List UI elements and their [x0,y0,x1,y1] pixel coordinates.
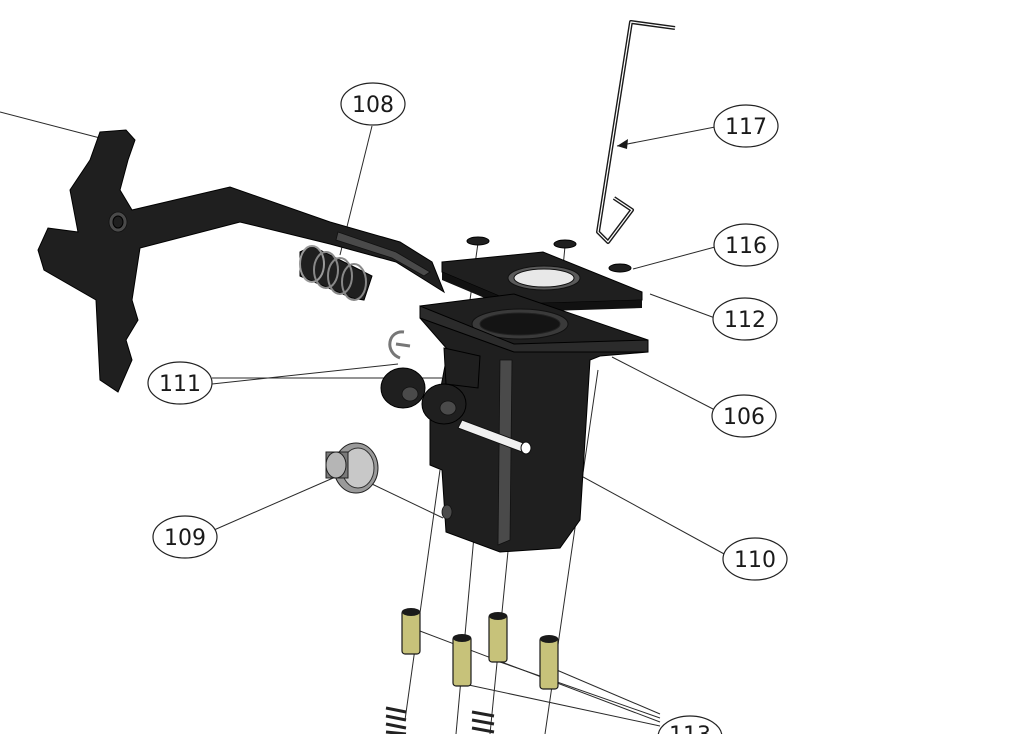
callout-113-label: 113 [669,723,711,734]
leader-109-b [371,483,444,519]
spring-108 [299,245,373,301]
callout-110: 110 [722,537,788,581]
callout-106: 106 [711,394,777,438]
callout-116-label: 116 [725,234,767,259]
leader-112 [649,293,716,319]
pivot-bosses [380,347,481,425]
leader-lines [0,111,727,734]
bushing-113-b [452,634,472,687]
arrowhead-117 [617,139,628,149]
callout-116: 116 [713,223,779,267]
callout-108-label: 108 [352,93,394,118]
callout-117: 117 [713,104,779,148]
bushing-109 [325,442,379,494]
bushings-113 [401,608,559,690]
bushing-113-a [401,608,421,655]
leader-116 [632,246,716,270]
housing-106 [419,293,649,553]
leader-offscreen [0,111,101,139]
callout-112-label: 112 [724,308,766,333]
callout-111-label: 111 [159,372,201,397]
bushing-113-c [488,612,508,663]
bushing-113-d [539,635,559,690]
callout-110-label: 110 [734,548,776,573]
callout-112: 112 [712,297,778,341]
spring-wire-117 [596,20,676,244]
callout-111: 111 [147,361,213,405]
callout-113: 113 [657,715,723,734]
callout-109: 109 [152,515,218,559]
gasket-plate-112 [441,251,643,312]
leader-117 [616,126,716,147]
leader-113-b [463,683,661,727]
axis-line-1 [404,469,441,721]
callout-108: 108 [340,82,406,126]
callout-109-label: 109 [164,526,206,551]
callout-106-label: 106 [723,405,765,430]
leader-106 [611,356,716,411]
washers-116 [466,236,632,273]
leader-113-c [499,661,661,719]
leader-111-a [211,363,399,385]
pin-110 [457,419,532,455]
lower-springs [385,706,495,734]
callout-117-label: 117 [725,115,767,140]
leader-109 [213,474,341,531]
leader-113-d [551,667,661,715]
pedal-arm [37,129,446,393]
